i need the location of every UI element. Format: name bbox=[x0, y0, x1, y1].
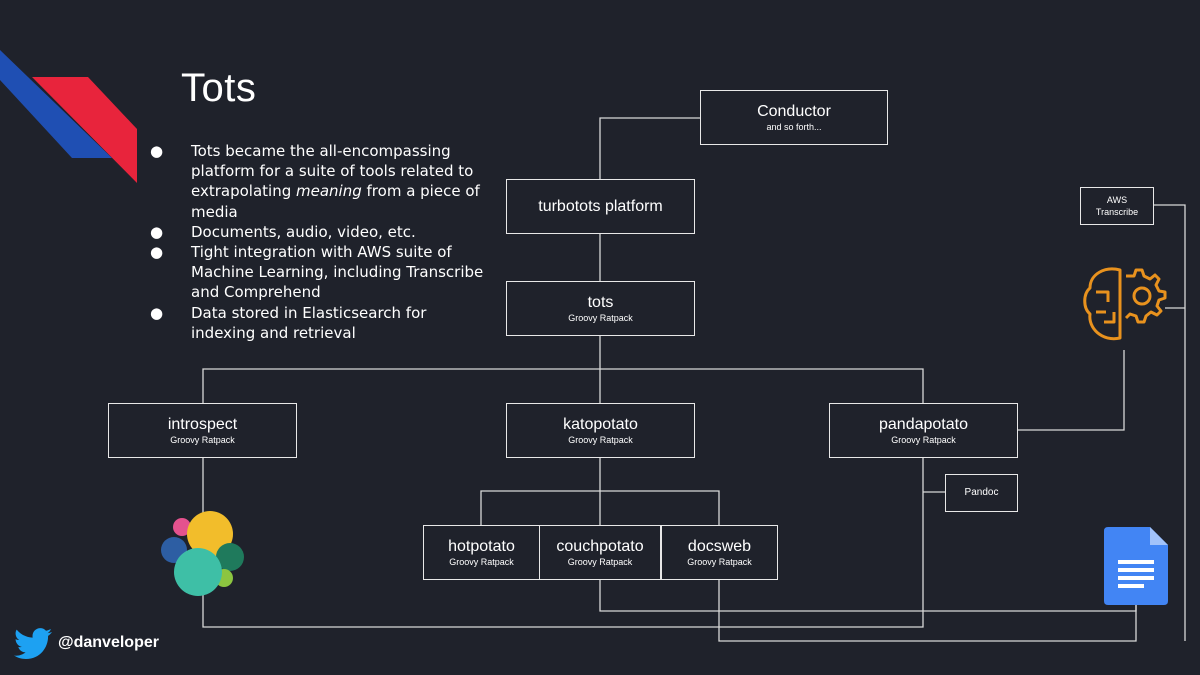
katopotato-box: katopotato Groovy Ratpack bbox=[506, 403, 695, 458]
bullet-item: ●Data stored in Elasticsearch for indexi… bbox=[150, 303, 427, 342]
bullet-item: ●Tots became the all-encompassing platfo… bbox=[150, 142, 480, 221]
red-blue-stripe-icon bbox=[0, 50, 137, 183]
elasticsearch-logo-icon bbox=[161, 511, 244, 596]
aws-transcribe-box: AWS Transcribe bbox=[1080, 187, 1154, 225]
pandapotato-box: pandapotato Groovy Ratpack bbox=[829, 403, 1018, 458]
twitter-bird-icon bbox=[14, 628, 52, 660]
docsweb-box: docsweb Groovy Ratpack bbox=[661, 525, 778, 580]
couchpotato-box: couchpotato Groovy Ratpack bbox=[539, 525, 661, 580]
tots-box: tots Groovy Ratpack bbox=[506, 281, 695, 336]
aws-machine-learning-icon bbox=[1083, 267, 1167, 341]
bullet-item: ●Tight integration with AWS suite of Mac… bbox=[150, 243, 484, 302]
introspect-box: introspect Groovy Ratpack bbox=[108, 403, 297, 458]
hotpotato-box: hotpotato Groovy Ratpack bbox=[423, 525, 540, 580]
bullet-item: ●Documents, audio, video, etc. bbox=[150, 222, 416, 241]
google-docs-icon bbox=[1104, 527, 1168, 605]
twitter-handle: @danveloper bbox=[58, 634, 159, 651]
conductor-box: Conductor and so forth... bbox=[700, 90, 888, 145]
turbotots-platform-box: turbotots platform bbox=[506, 179, 695, 234]
pandoc-box: Pandoc bbox=[945, 474, 1018, 512]
bullet-list: ●Tots became the all-encompassing platfo… bbox=[150, 141, 495, 343]
slide-title: Tots bbox=[181, 66, 257, 110]
